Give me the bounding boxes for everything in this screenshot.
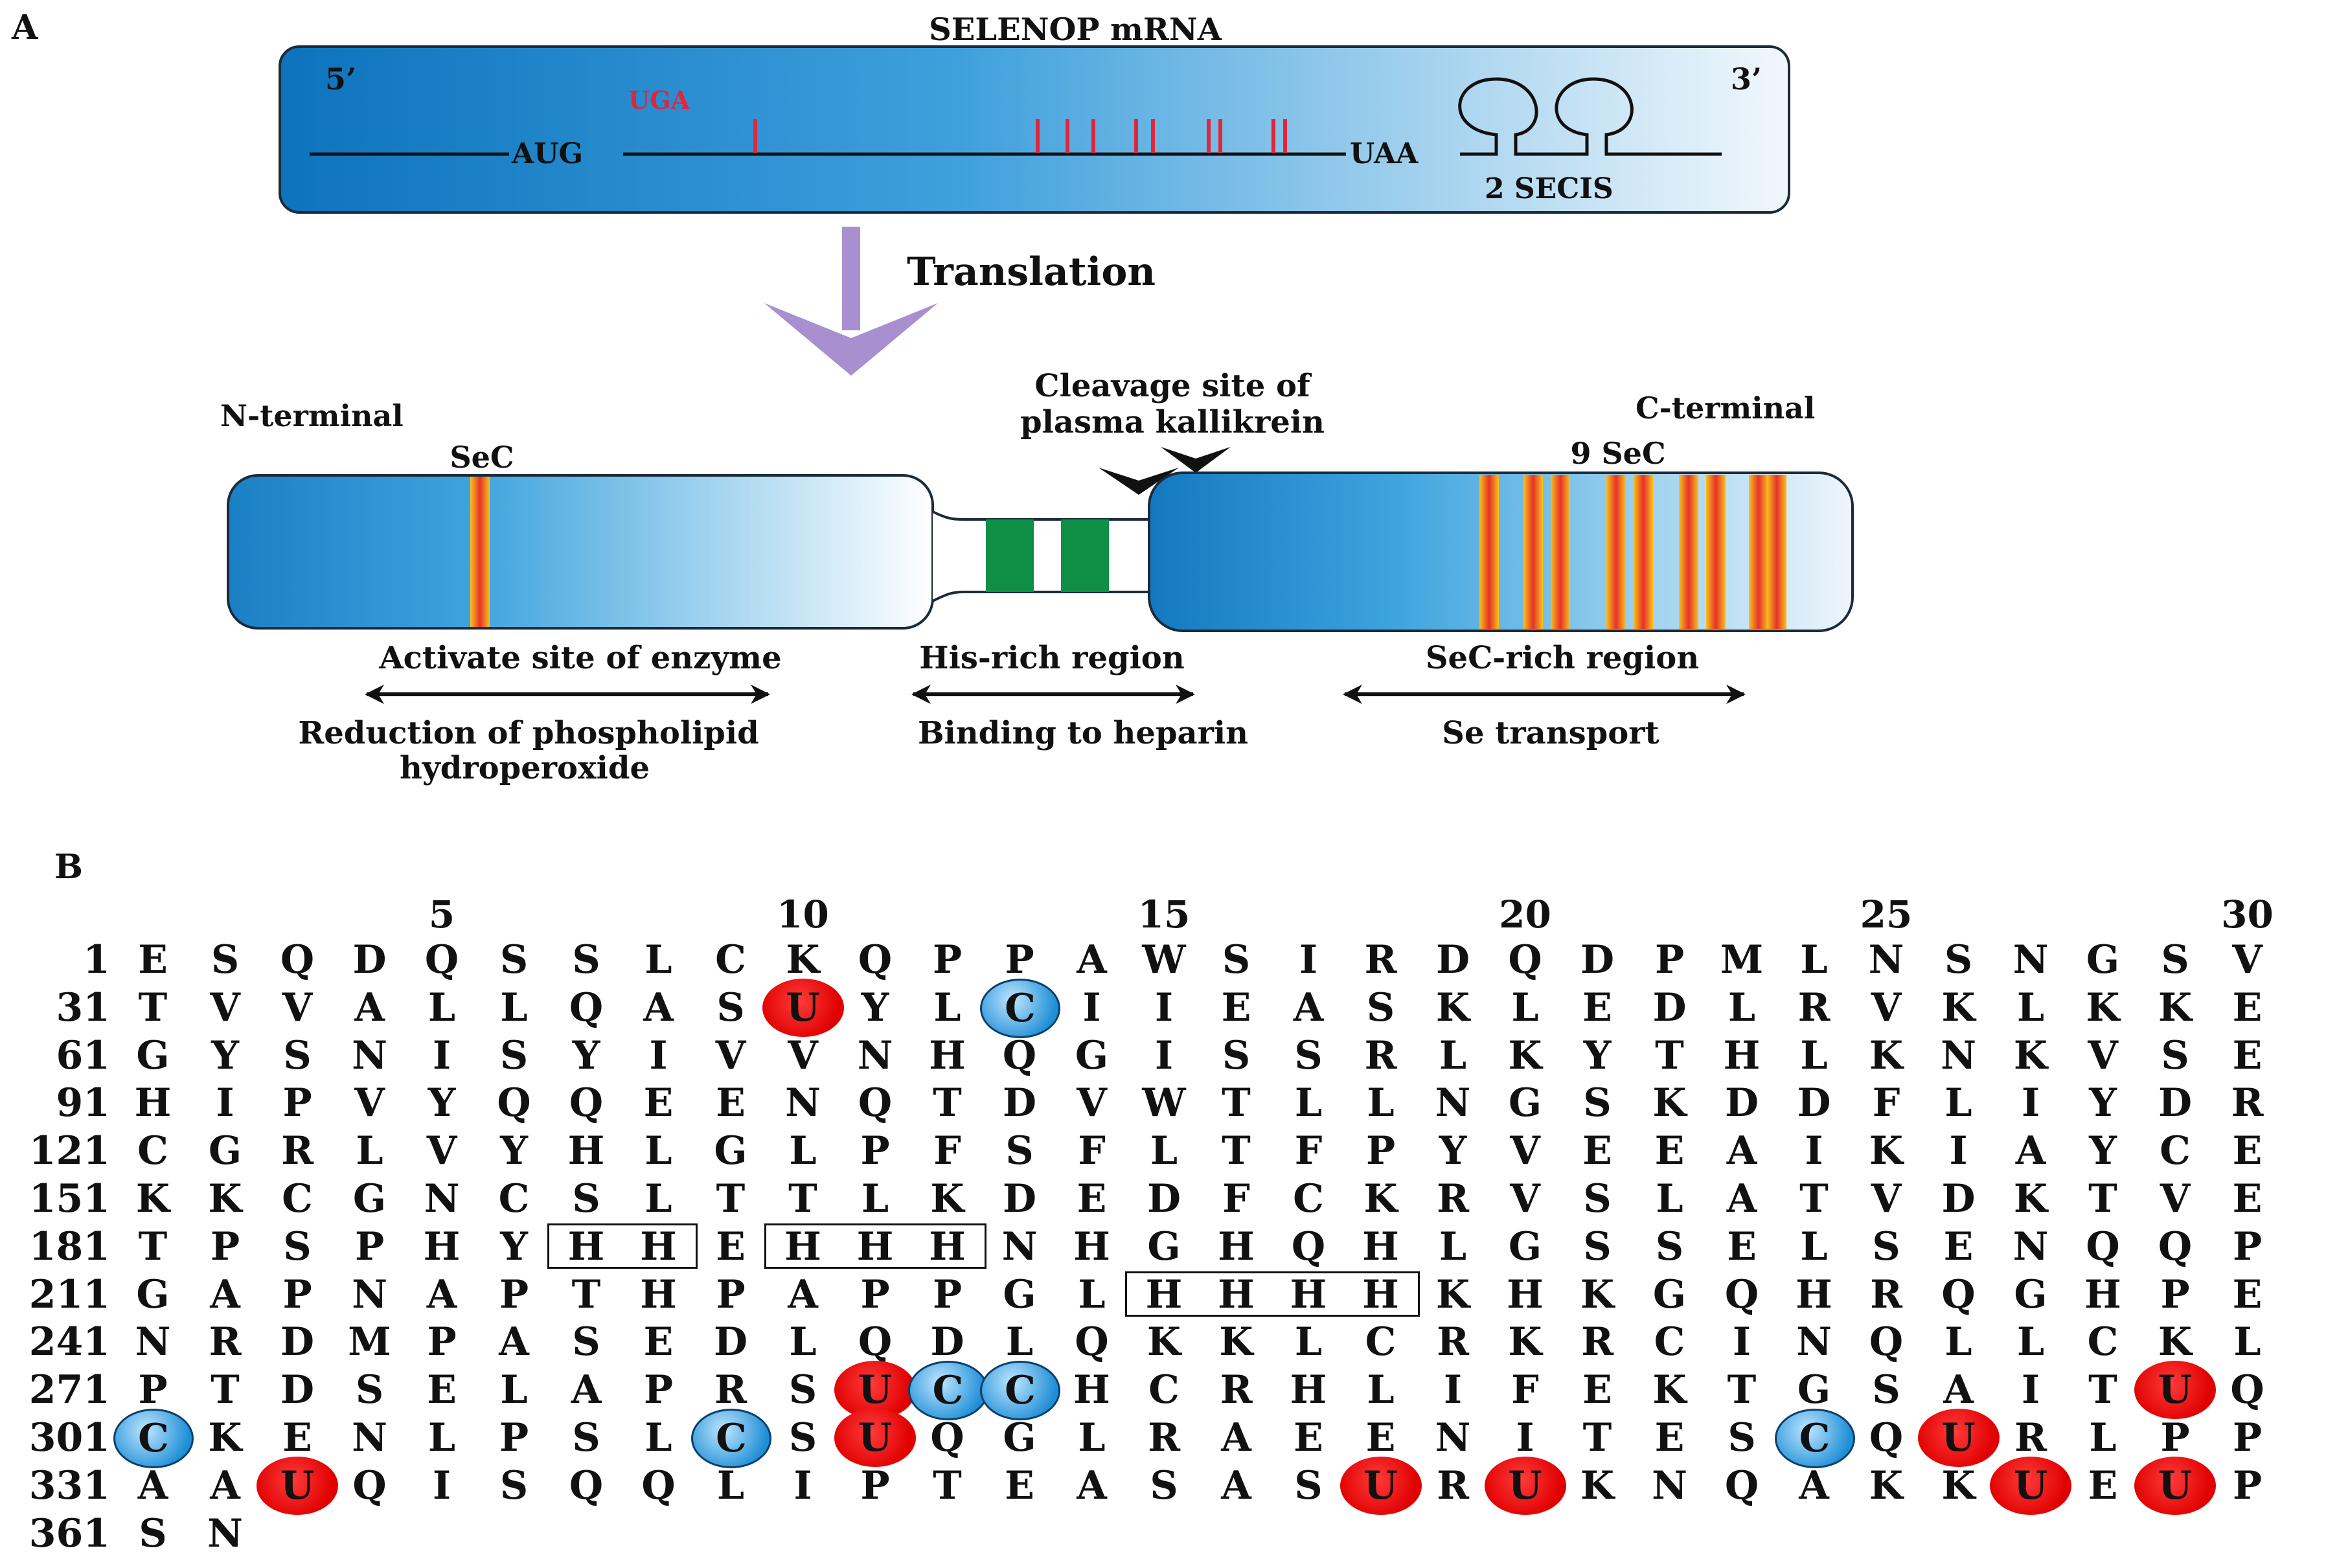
uga-codon-marks xyxy=(753,119,1287,153)
sec-nine-label: 9 SeC xyxy=(1570,436,1665,471)
se-transport-label: Se transport xyxy=(1442,715,1659,751)
five-prime-label: 5’ xyxy=(325,62,356,97)
translation-label: Translation xyxy=(907,249,1156,295)
his-block-1 xyxy=(986,519,1034,592)
sec-rich-label: SeC-rich region xyxy=(1426,640,1699,676)
panel-b-label: B xyxy=(54,847,83,887)
linker-region xyxy=(932,510,1154,602)
c-terminal-domain xyxy=(1148,472,1854,632)
reduction-label-line1: Reduction of phospholipid xyxy=(298,715,758,751)
uga-label: UGA xyxy=(628,85,690,115)
aug-label: AUG xyxy=(511,137,583,170)
c-terminal-sec-bands xyxy=(1479,475,1786,629)
active-site-label: Activate site of enzyme xyxy=(378,640,781,676)
panel-a-label: A xyxy=(11,8,38,47)
cleavage-chevron-1 xyxy=(1099,468,1179,495)
cleavage-label-line2: plasma kallikrein xyxy=(1020,404,1325,440)
secis-label: 2 SECIS xyxy=(1485,172,1613,205)
mrna-title: SELENOP mRNA xyxy=(929,12,1222,48)
c-terminal-label: C-terminal xyxy=(1636,391,1815,426)
translation-arrow xyxy=(764,227,938,376)
n-terminal-label: N-terminal xyxy=(220,398,404,433)
secis-hairpins xyxy=(1458,77,1722,156)
heparin-label: Binding to heparin xyxy=(918,715,1248,751)
reduction-label-line2: hydroperoxide xyxy=(400,750,650,786)
uaa-label: UAA xyxy=(1350,137,1419,170)
mrna-box xyxy=(279,45,1790,214)
n-terminal-domain xyxy=(227,474,934,630)
his-rich-label: His-rich region xyxy=(919,640,1184,676)
three-prime-label: 3’ xyxy=(1731,62,1762,97)
sec-single-label: SeC xyxy=(450,440,514,475)
cleavage-label-line1: Cleavage site of xyxy=(1034,368,1312,404)
his-block-2 xyxy=(1061,519,1109,592)
n-terminal-sec-band xyxy=(470,477,490,627)
cleavage-chevron-2 xyxy=(1161,447,1231,473)
